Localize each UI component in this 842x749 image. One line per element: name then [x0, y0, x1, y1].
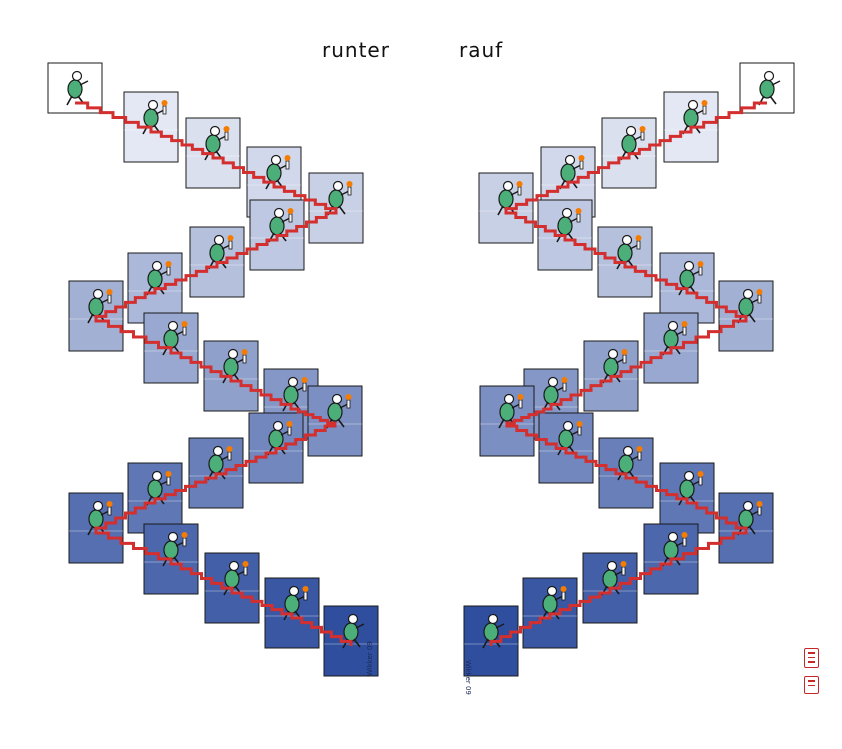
stair-panel — [323, 605, 379, 677]
stair-panel — [598, 437, 654, 509]
walking-figure-icon — [87, 500, 110, 536]
torch-icon — [284, 155, 291, 170]
walking-figure-icon — [482, 613, 505, 649]
torch-icon — [226, 446, 233, 461]
torch-icon — [756, 501, 763, 516]
torch-icon — [681, 532, 688, 547]
torch-icon — [106, 289, 113, 304]
walking-figure-icon — [601, 560, 624, 596]
stair-panel — [47, 62, 103, 114]
signature-right: Wikker 09 — [464, 660, 472, 695]
walking-figure-icon — [617, 445, 640, 481]
torch-icon — [223, 126, 230, 141]
walking-figure-icon — [283, 585, 306, 621]
walking-figure-icon — [265, 154, 288, 190]
torch-icon — [181, 321, 188, 336]
walking-figure-icon — [758, 70, 781, 106]
torch-icon — [302, 586, 309, 601]
stair-panel — [307, 385, 363, 457]
walking-figure-icon — [542, 376, 565, 412]
torch-icon — [106, 501, 113, 516]
stair-panel — [463, 605, 519, 677]
walking-figure-icon — [342, 613, 365, 649]
walking-figure-icon — [87, 288, 110, 324]
torch-icon — [636, 446, 643, 461]
torch-icon — [635, 235, 642, 250]
walking-figure-icon — [204, 125, 227, 161]
walking-figure-icon — [223, 560, 246, 596]
walking-figure-icon — [327, 180, 350, 216]
torch-icon — [516, 181, 523, 196]
walking-figure-icon — [207, 445, 230, 481]
stair-line-right — [489, 101, 767, 646]
stair-panel — [479, 385, 535, 457]
torch-icon — [578, 155, 585, 170]
torch-icon — [346, 181, 353, 196]
torch-icon — [639, 126, 646, 141]
torch-icon — [517, 394, 524, 409]
signature-left: Wikker 09 — [366, 641, 374, 676]
stair-panel — [659, 462, 715, 534]
torch-icon — [241, 349, 248, 364]
walking-figure-icon — [541, 585, 564, 621]
torch-icon — [701, 100, 708, 115]
torch-icon — [165, 471, 172, 486]
torch-icon — [287, 208, 294, 223]
torch-icon — [621, 349, 628, 364]
torch-icon — [165, 261, 172, 276]
torch-icon — [181, 532, 188, 547]
torch-icon — [620, 561, 627, 576]
walking-figure-icon — [162, 531, 185, 567]
torch-icon — [576, 421, 583, 436]
seal-stamp-icon — [804, 676, 819, 694]
torch-icon — [301, 377, 308, 392]
torch-icon — [242, 561, 249, 576]
torch-icon — [345, 394, 352, 409]
torch-icon — [286, 421, 293, 436]
stair-panel — [204, 552, 260, 624]
seal-stamp-icon — [804, 648, 819, 668]
walking-figure-icon — [497, 180, 520, 216]
torch-icon — [697, 471, 704, 486]
walking-figure-icon — [602, 348, 625, 384]
stair-panel — [601, 117, 657, 189]
torch-icon — [756, 289, 763, 304]
torch-icon — [681, 321, 688, 336]
walking-figure-icon — [162, 320, 185, 356]
torch-icon — [161, 100, 168, 115]
walking-figure-icon — [282, 376, 305, 412]
walking-figure-icon — [662, 320, 685, 356]
stair-panel — [739, 62, 795, 114]
stair-line-left — [75, 101, 353, 646]
stair-panel — [185, 117, 241, 189]
title-runter: runter — [322, 38, 390, 62]
title-rauf: rauf — [459, 38, 504, 62]
torch-icon — [227, 235, 234, 250]
walking-figure-icon — [498, 393, 521, 429]
walking-figure-icon — [267, 420, 290, 456]
torch-icon — [561, 377, 568, 392]
stair-panel — [68, 492, 124, 564]
walking-figure-icon — [66, 70, 89, 106]
torch-icon — [560, 586, 567, 601]
torch-icon — [697, 261, 704, 276]
stair-panel — [123, 91, 179, 163]
torch-icon — [575, 208, 582, 223]
